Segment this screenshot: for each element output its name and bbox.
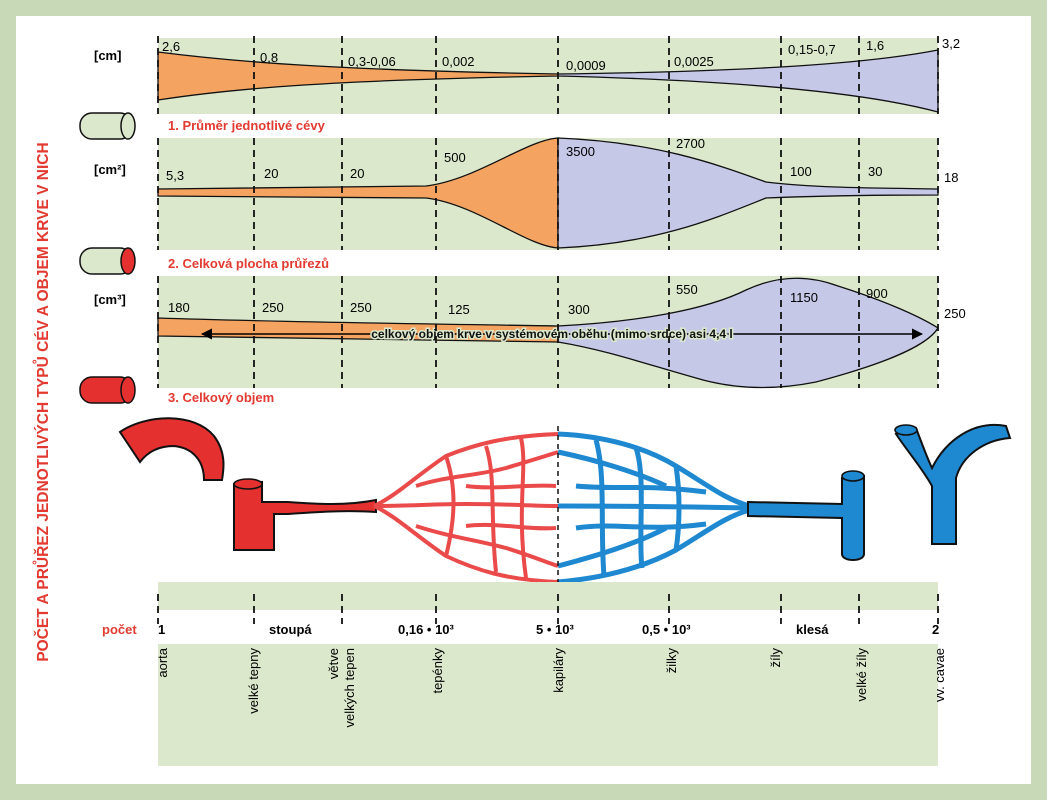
count-value: 0,16 • 10³ [398,622,455,637]
vessel-name-veins: žíly [768,648,783,668]
vena-cava [894,423,1012,545]
value-label: 100 [790,164,812,179]
panel-title: 2. Celková plocha průřezů [168,256,329,271]
value-label: 3500 [566,144,595,159]
vessel-name-branches-line2: velkých tepen [342,648,357,728]
vessel-name-large-veins: velké žíly [854,648,869,702]
value-label: 0,002 [442,54,475,69]
value-label: 250 [944,306,966,321]
value-label: 2,6 [162,39,180,54]
side-title: POČET A PRŮŘEZ JEDNOTLIVÝCH TYPŮ CÉV A O… [33,142,52,661]
count-value: klesá [796,622,829,637]
vena-cava-opening [894,424,918,436]
vessel-illustration [118,417,1012,586]
value-label: 180 [168,300,190,315]
cylinder-icon [79,112,136,140]
artery-opening [233,478,263,490]
panel-title: 1. Průměr jednotlivé cévy [168,118,326,133]
vessel-name-aorta: aorta [155,647,170,677]
value-label: 0,15-0,7 [788,42,836,57]
value-label: 1,6 [866,38,884,53]
vessel-names-band [158,644,938,766]
value-label: 3,2 [942,36,960,51]
vein-opening [841,470,865,482]
vessel-name-large-arteries: velké tepny [246,648,261,714]
vessel-name-venules: žilky [664,648,679,674]
large-vein [747,474,865,561]
unit-label: [cm³] [94,292,126,307]
value-label: 30 [868,164,882,179]
count-value: 1 [158,622,165,637]
count-row: počet 1 stoupá 0,16 • 10³ 5 • 10³ 0,5 • … [102,622,939,637]
count-value: 2 [932,622,939,637]
volume-arrow-text: celkový objem krve v systémovém oběhu (m… [371,327,733,341]
count-value: stoupá [269,622,312,637]
panel-title: 3. Celkový objem [168,390,274,405]
value-label: 20 [264,166,278,181]
aortic-arch [118,417,225,481]
large-artery [233,480,377,551]
value-label: 250 [262,300,284,315]
value-label: 900 [866,286,888,301]
half-red-cylinder-icon [79,247,136,275]
value-label: 1150 [790,290,818,305]
diagram-frame: POČET A PRŮŘEZ JEDNOTLIVÝCH TYPŮ CÉV A O… [16,16,1031,784]
value-label: 0,8 [260,50,278,65]
vessel-name-venae-cavae: vv. cavae [932,648,947,702]
panel-cross-section: [cm²] 5,3 20 20 500 3500 2700 100 30 18 … [79,136,958,275]
value-label: 125 [448,302,470,317]
value-label: 0,0009 [566,58,606,73]
count-band [158,582,938,610]
vessel-name-branches-line1: větve [326,648,341,679]
arteriole-network [373,432,559,584]
dashed-dividers [157,36,939,624]
value-label: 0,3-0,06 [348,54,396,69]
count-value: 5 • 10³ [536,622,574,637]
unit-label: [cm] [94,48,121,63]
vessel-name-capillaries: kapiláry [551,648,566,693]
value-label: 18 [944,170,958,185]
count-value: 0,5 • 10³ [642,622,691,637]
cardiovascular-diagram: POČET A PRŮŘEZ JEDNOTLIVÝCH TYPŮ CÉV A O… [33,36,1012,766]
value-label: 300 [568,302,590,317]
vessel-names: aorta velké tepny větve velkých tepen te… [155,647,947,727]
value-label: 250 [350,300,372,315]
vessel-name-arterioles: tepénky [430,648,445,694]
vein-shape [557,137,939,249]
value-label: 2700 [676,136,705,151]
value-label: 20 [350,166,364,181]
value-label: 5,3 [166,168,184,183]
panel-volume: [cm³] 180 250 250 125 300 550 1150 900 2… [79,276,966,405]
value-label: 0,0025 [674,54,714,69]
panel-diameter: [cm] 2,6 0,8 0,3-0,06 0,002 0,0009 0,002… [79,36,960,140]
venule-network [557,431,751,585]
value-label: 550 [676,282,698,297]
unit-label: [cm²] [94,162,126,177]
value-label: 500 [444,150,466,165]
count-label: počet [102,622,137,637]
red-cylinder-icon [79,376,136,404]
